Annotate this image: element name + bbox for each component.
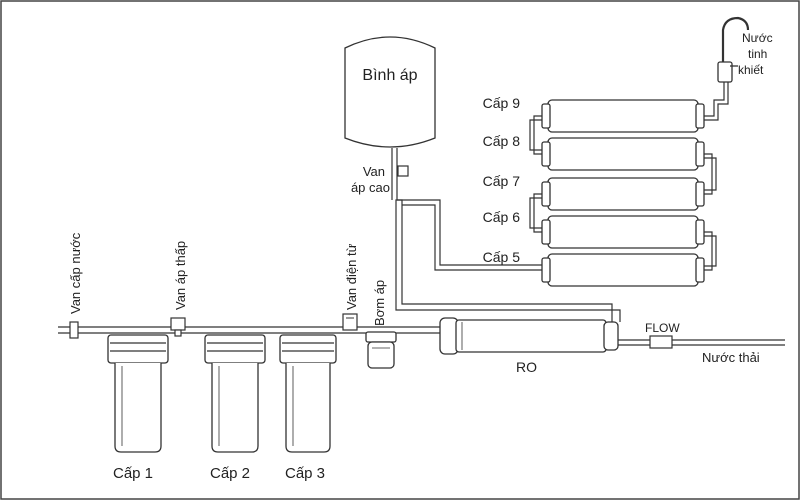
high-valve-label-2: áp cao: [351, 180, 390, 195]
pump-label: Bơm áp: [372, 280, 387, 326]
low-pressure-valve: [170, 317, 186, 337]
flow-label: FLOW: [645, 321, 680, 335]
solenoid-valve: [342, 313, 358, 331]
pure-water-label-2: tinh: [748, 47, 767, 61]
post-filter-connectors: [529, 80, 729, 271]
filter-stage-3: [279, 334, 337, 453]
high-valve-label-1: Van: [363, 164, 385, 179]
inlet-valve-label: Van cấp nước: [68, 232, 83, 314]
filter-stage-7: [541, 177, 705, 211]
tank-label: Bình áp: [362, 67, 417, 84]
booster-pump: [365, 331, 397, 369]
faucet: [717, 16, 750, 83]
tank-to-post-filter-pipe: [397, 199, 548, 271]
stage-1-label: Cấp 1: [113, 465, 153, 482]
filter-stage-8: [541, 137, 705, 171]
filter-stage-2: [204, 334, 266, 453]
stage-5-label: Cấp 5: [483, 249, 521, 265]
stage-8-label: Cấp 8: [483, 133, 521, 149]
ro-label: RO: [516, 359, 537, 375]
pure-water-label-3: khiết: [738, 63, 764, 77]
waste-line: [618, 335, 785, 349]
low-valve-label: Van áp thấp: [173, 241, 188, 310]
filter-stage-1: [107, 334, 169, 453]
ro-membrane: [439, 317, 619, 355]
pressure-tank: [344, 36, 436, 148]
solenoid-valve-label: Van điện từ: [344, 243, 359, 310]
filter-stage-5: [541, 253, 705, 287]
waste-label: Nước thải: [702, 350, 760, 365]
stage-6-label: Cấp 6: [483, 209, 521, 225]
filter-stage-6: [541, 215, 705, 249]
high-pressure-valve: [391, 148, 409, 200]
pure-water-label-1: Nước: [742, 31, 773, 45]
stage-9-label: Cấp 9: [483, 95, 521, 111]
inlet-valve: [69, 321, 79, 339]
stage-7-label: Cấp 7: [483, 173, 521, 189]
filter-stage-9: [541, 99, 705, 133]
stage-3-label: Cấp 3: [285, 465, 325, 482]
stage-2-label: Cấp 2: [210, 465, 250, 482]
